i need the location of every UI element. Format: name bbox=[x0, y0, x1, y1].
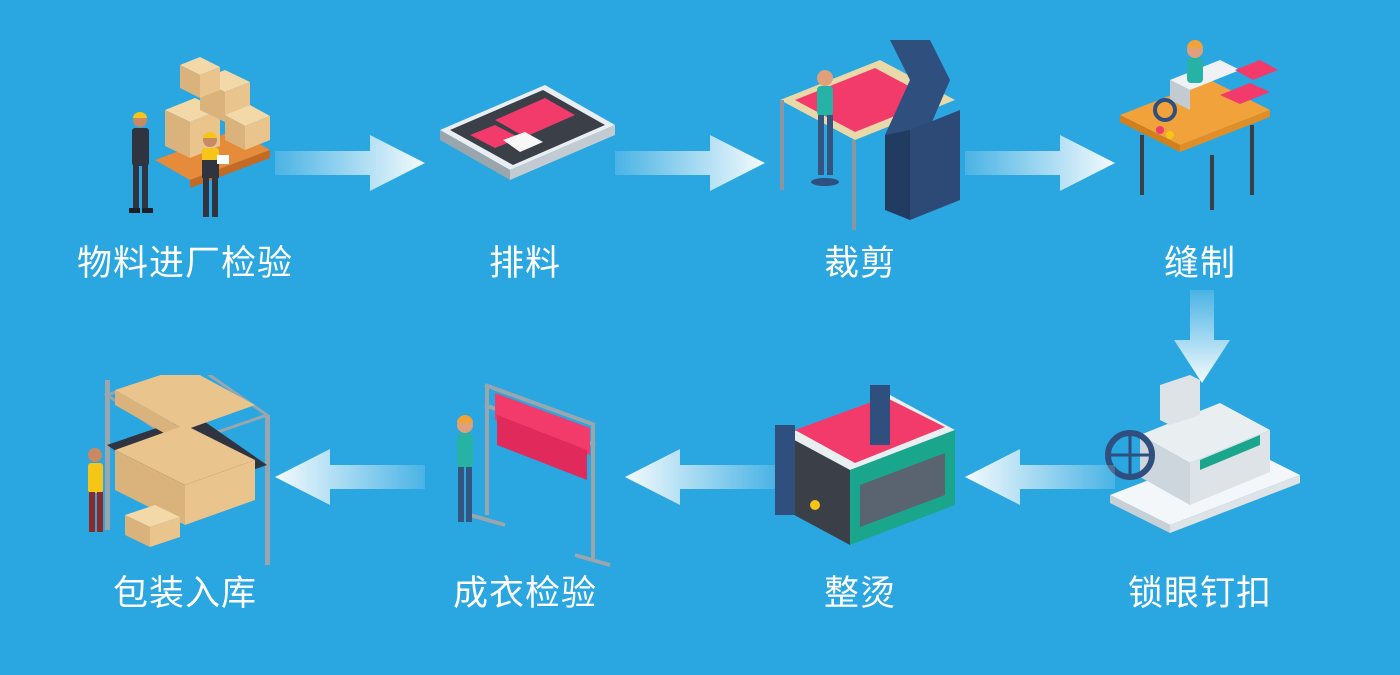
ironing-machine-icon bbox=[775, 385, 955, 545]
step-label: 物料进厂检验 bbox=[76, 244, 293, 284]
arrow-down-icon bbox=[1174, 290, 1230, 383]
arrow-left-icon bbox=[625, 449, 775, 505]
buttonhole-machine-icon bbox=[1105, 375, 1300, 533]
arrow-left-icon bbox=[275, 449, 425, 505]
step-material-inspection: 物料进厂检验 bbox=[55, 40, 315, 340]
step-label: 成衣检验 bbox=[452, 574, 597, 614]
step-label: 包装入库 bbox=[112, 574, 257, 614]
arrow-left-icon bbox=[965, 449, 1115, 505]
step-garment-inspection: 成衣检验 bbox=[395, 375, 655, 675]
step-sewing: 缝制 bbox=[1070, 40, 1330, 340]
step-label: 排料 bbox=[488, 244, 561, 284]
step-label: 锁眼钉扣 bbox=[1127, 574, 1272, 614]
storage-shelf-icon bbox=[88, 375, 271, 565]
cutting-machine-icon bbox=[780, 40, 960, 230]
arrow-right-icon bbox=[275, 135, 425, 191]
step-label: 整烫 bbox=[823, 574, 896, 614]
step-marker-layout: 排料 bbox=[395, 40, 655, 340]
step-cutting: 裁剪 bbox=[730, 40, 990, 340]
step-buttonhole: 锁眼钉扣 bbox=[1070, 375, 1330, 675]
step-label: 缝制 bbox=[1163, 244, 1236, 284]
warehouse-workers-icon bbox=[129, 57, 270, 217]
garment-rack-inspection-icon bbox=[457, 383, 611, 567]
fabric-layout-table-icon bbox=[440, 85, 615, 180]
step-label: 裁剪 bbox=[823, 244, 896, 284]
arrow-right-icon bbox=[615, 135, 765, 191]
arrow-right-icon bbox=[965, 135, 1115, 191]
step-ironing: 整烫 bbox=[730, 375, 990, 675]
step-packaging-storage: 包装入库 bbox=[55, 375, 315, 675]
sewing-station-icon bbox=[1120, 40, 1278, 210]
